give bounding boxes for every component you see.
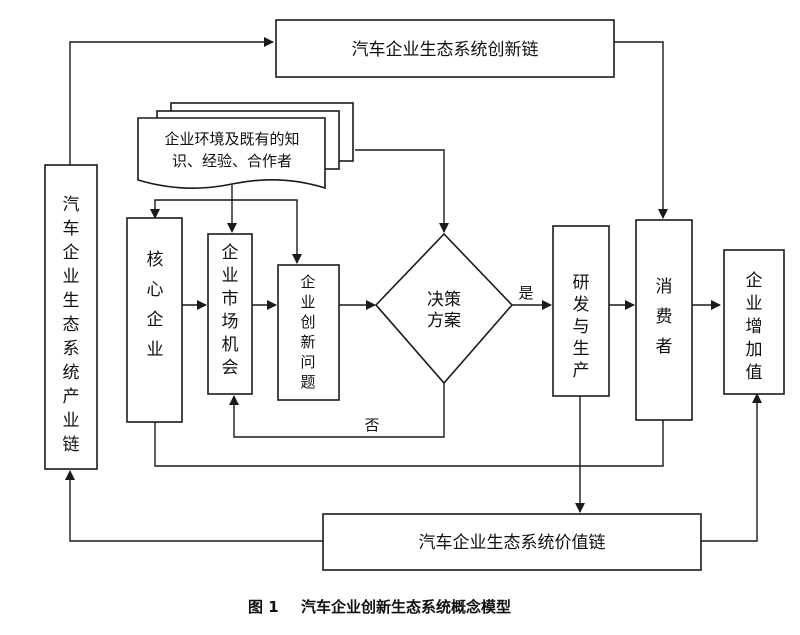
value-added-label: 企业增加值 — [746, 271, 763, 383]
core-enterprise-label: 核心企业 — [147, 250, 164, 360]
core-enterprise-box: 核心企业 — [126, 217, 183, 423]
market-opportunity-label: 企业市场机会 — [222, 243, 239, 378]
line-core-consumer-loop — [154, 420, 664, 467]
value-chain-box: 汽车企业生态系统价值链 — [322, 513, 702, 571]
value-added-box: 企业增加值 — [723, 249, 785, 395]
decision-line-1: 决策 — [427, 290, 461, 310]
doc-line-1: 企业环境及既有的知 — [164, 130, 299, 148]
arrow-decision-no — [229, 383, 445, 438]
rd-production-box: 研发与生产 — [552, 225, 610, 397]
arrow-doc-to-problem — [232, 199, 302, 264]
consumer-box: 消费者 — [635, 219, 693, 421]
industry-chain-box: 汽车企业生态系统产业链 — [44, 164, 98, 470]
figure-number: 图 1 — [248, 598, 279, 616]
no-label: 否 — [364, 416, 379, 434]
value-chain-label: 汽车企业生态系统价值链 — [419, 533, 606, 553]
knowledge-document: 企业环境及既有的知 识、经验、合作者 — [137, 102, 354, 190]
figure-caption: 图 1 汽车企业创新生态系统概念模型 — [248, 598, 511, 616]
innovation-problem-label: 企业创新问题 — [300, 273, 315, 391]
figure-title: 汽车企业创新生态系统概念模型 — [301, 598, 511, 616]
industry-chain-label: 汽车企业生态系统产业链 — [63, 195, 80, 455]
decision-line-2: 方案 — [427, 311, 461, 331]
arrow-value-chain-to-industry — [65, 470, 323, 542]
innovation-chain-box: 汽车企业生态系统创新链 — [275, 19, 615, 78]
innovation-chain-label: 汽车企业生态系统创新链 — [352, 40, 539, 60]
arrow-doc-to-core — [150, 199, 232, 219]
doc-line-2: 识、经验、合作者 — [172, 152, 292, 170]
arrow-innovation-to-consumer — [614, 41, 668, 219]
rd-production-label: 研发与生产 — [573, 273, 590, 381]
consumer-label: 消费者 — [656, 277, 673, 357]
arrow-industry-to-innovation — [69, 37, 274, 165]
arrow-value-chain-to-value-added — [701, 393, 762, 542]
yes-label: 是 — [518, 284, 533, 302]
decision-diamond: 决策 方案 — [374, 232, 514, 385]
market-opportunity-box: 企业市场机会 — [207, 233, 253, 395]
arrow-doc-to-decision — [355, 149, 449, 233]
innovation-problem-box: 企业创新问题 — [277, 264, 340, 401]
connectors — [65, 37, 762, 542]
